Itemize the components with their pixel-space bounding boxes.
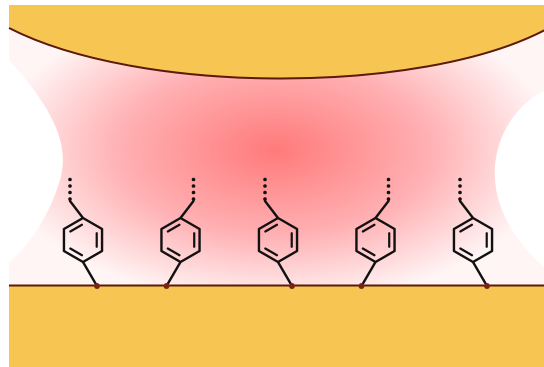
dot	[263, 190, 267, 195]
anchor-bond-line	[165, 260, 182, 288]
dot	[386, 197, 391, 201]
dot	[68, 184, 72, 188]
anchor-atom-icon	[94, 283, 100, 289]
dot	[458, 190, 462, 195]
double-bond-line	[166, 247, 181, 257]
anchor-atom-icon	[358, 283, 365, 289]
vertical-dots-icon	[458, 177, 462, 201]
dot	[386, 177, 391, 182]
double-bond-line	[361, 247, 376, 257]
double-bond-line	[361, 223, 376, 233]
anchor-atom-icon	[163, 283, 170, 289]
dot	[386, 190, 391, 195]
dot	[458, 184, 462, 188]
vertical-dots-icon	[386, 177, 391, 201]
double-bond-line	[69, 247, 84, 257]
dot	[458, 177, 462, 182]
tunneling-gap-glow	[9, 30, 544, 285]
upper-bond-line	[179, 199, 195, 220]
dot	[68, 177, 72, 182]
upper-bond-line	[263, 199, 280, 220]
anchor-bond-line	[81, 260, 99, 288]
anchor-bond-line	[276, 260, 294, 288]
molecule-2	[160, 177, 201, 289]
upper-bond-line	[374, 199, 390, 220]
molecule-4	[355, 177, 396, 289]
top-electrode-tip	[9, 5, 544, 79]
substrate	[9, 285, 544, 367]
upper-bond-line	[68, 199, 85, 220]
vertical-dots-icon	[191, 177, 196, 201]
double-bond-line	[459, 247, 474, 257]
dot	[191, 177, 196, 182]
upper-bond-line	[458, 199, 475, 220]
vertical-dots-icon	[68, 177, 72, 201]
dot	[68, 190, 72, 195]
dot	[263, 177, 267, 182]
dot	[68, 197, 72, 201]
molecule-layer	[62, 177, 494, 289]
molecule-1	[62, 177, 104, 289]
anchor-atom-icon	[289, 283, 295, 289]
vertical-dots-icon	[263, 177, 267, 201]
anchor-atom-icon	[484, 283, 490, 289]
top-electrode-edge	[8, 27, 544, 80]
double-bond-line	[264, 247, 279, 257]
dot	[263, 197, 267, 201]
dot	[263, 184, 267, 188]
dot	[191, 190, 196, 195]
anchor-bond-line	[360, 260, 377, 288]
dot	[191, 184, 196, 188]
molecule-5	[452, 177, 494, 289]
anchor-bond-line	[471, 260, 489, 288]
dot	[386, 184, 391, 188]
dot	[458, 197, 462, 201]
molecule-3	[257, 177, 299, 289]
double-bond-line	[166, 223, 181, 233]
dot	[191, 197, 196, 201]
double-bond-line	[459, 223, 474, 233]
double-bond-line	[264, 223, 279, 233]
double-bond-line	[69, 223, 84, 233]
